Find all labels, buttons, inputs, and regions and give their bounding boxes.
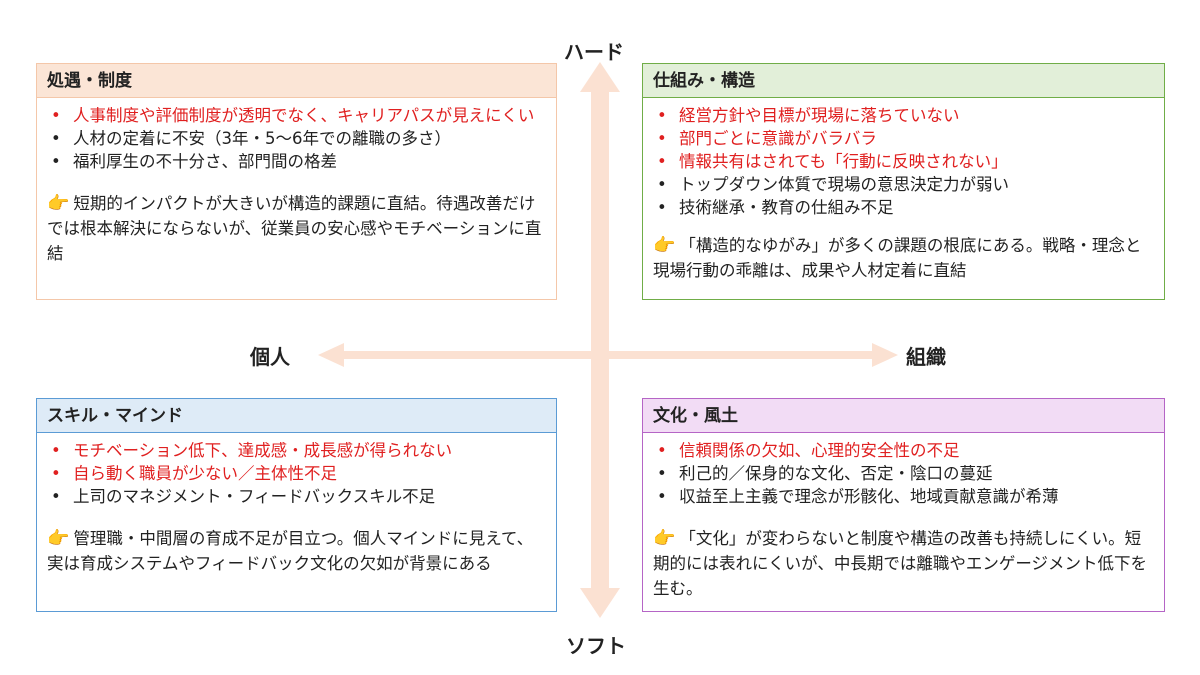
note-text: 短期的インパクトが大きいが構造的課題に直結。待遇改善だけでは根本解決にならないが… — [47, 194, 542, 263]
quadrant-note: 👉短期的インパクトが大きいが構造的課題に直結。待遇改善だけでは根本解決にならない… — [37, 191, 556, 266]
quadrant-bottom-left: スキル・マインド モチベーション低下、達成感・成長感が得られない 自ら動く職員が… — [36, 398, 557, 612]
issue-list: 信頼関係の欠如、心理的安全性の不足 利己的／保身的な文化、否定・陰口の蔓延 収益… — [643, 439, 1164, 508]
issue-list: 経営方針や目標が現場に落ちていない 部門ごとに意識がバラバラ 情報共有はされても… — [643, 104, 1164, 219]
list-item: 人事制度や評価制度が透明でなく、キャリアパスが見えにくい — [47, 104, 548, 127]
list-item: 情報共有はされても「行動に反映されない」 — [653, 150, 1156, 173]
list-item: 上司のマネジメント・フィードバックスキル不足 — [47, 485, 548, 508]
list-item: 福利厚生の不十分さ、部門間の格差 — [47, 150, 548, 173]
quadrant-title: 文化・風土 — [643, 399, 1164, 433]
axis-label-right: 組織 — [906, 345, 946, 369]
list-item: 収益至上主義で理念が形骸化、地域貢献意識が希薄 — [653, 485, 1156, 508]
list-item: 技術継承・教育の仕組み不足 — [653, 196, 1156, 219]
list-item: 信頼関係の欠如、心理的安全性の不足 — [653, 439, 1156, 462]
list-item: 部門ごとに意識がバラバラ — [653, 127, 1156, 150]
pointing-hand-icon: 👉 — [653, 235, 676, 256]
list-item: 経営方針や目標が現場に落ちていない — [653, 104, 1156, 127]
axis-label-top: ハード — [564, 40, 624, 64]
vertical-axis-arrow — [580, 62, 620, 618]
quadrant-note: 👉「文化」が変わらないと制度や構造の改善も持続しにくい。短期的には表れにくいが、… — [643, 526, 1164, 601]
pointing-hand-icon: 👉 — [47, 193, 70, 214]
quadrant-note: 👉管理職・中間層の育成不足が目立つ。個人マインドに見えて、実は育成システムやフィ… — [37, 526, 556, 576]
quadrant-top-right: 仕組み・構造 経営方針や目標が現場に落ちていない 部門ごとに意識がバラバラ 情報… — [642, 63, 1165, 300]
pointing-hand-icon: 👉 — [47, 528, 70, 549]
axis-label-bottom: ソフト — [566, 634, 626, 658]
list-item: 利己的／保身的な文化、否定・陰口の蔓延 — [653, 462, 1156, 485]
quadrant-title: スキル・マインド — [37, 399, 556, 433]
quadrant-title: 仕組み・構造 — [643, 64, 1164, 98]
horizontal-axis-arrow — [318, 343, 898, 367]
quadrant-bottom-right: 文化・風土 信頼関係の欠如、心理的安全性の不足 利己的／保身的な文化、否定・陰口… — [642, 398, 1165, 612]
quadrant-top-left: 処遇・制度 人事制度や評価制度が透明でなく、キャリアパスが見えにくい 人材の定着… — [36, 63, 557, 300]
quadrant-note: 👉「構造的なゆがみ」が多くの課題の根底にある。戦略・理念と現場行動の乖離は、成果… — [643, 233, 1164, 283]
list-item: トップダウン体質で現場の意思決定力が弱い — [653, 173, 1156, 196]
note-text: 管理職・中間層の育成不足が目立つ。個人マインドに見えて、実は育成システムやフィー… — [47, 529, 534, 573]
note-text: 「文化」が変わらないと制度や構造の改善も持続しにくい。短期的には表れにくいが、中… — [653, 529, 1148, 598]
list-item: モチベーション低下、達成感・成長感が得られない — [47, 439, 548, 462]
quadrant-title: 処遇・制度 — [37, 64, 556, 98]
issue-list: 人事制度や評価制度が透明でなく、キャリアパスが見えにくい 人材の定着に不安（3年… — [37, 104, 556, 173]
list-item: 自ら動く職員が少ない／主体性不足 — [47, 462, 548, 485]
pointing-hand-icon: 👉 — [653, 528, 676, 549]
note-text: 「構造的なゆがみ」が多くの課題の根底にある。戦略・理念と現場行動の乖離は、成果や… — [653, 236, 1142, 280]
list-item: 人材の定着に不安（3年・5～6年での離職の多さ） — [47, 127, 548, 150]
axis-label-left: 個人 — [250, 345, 290, 369]
issue-list: モチベーション低下、達成感・成長感が得られない 自ら動く職員が少ない／主体性不足… — [37, 439, 556, 508]
